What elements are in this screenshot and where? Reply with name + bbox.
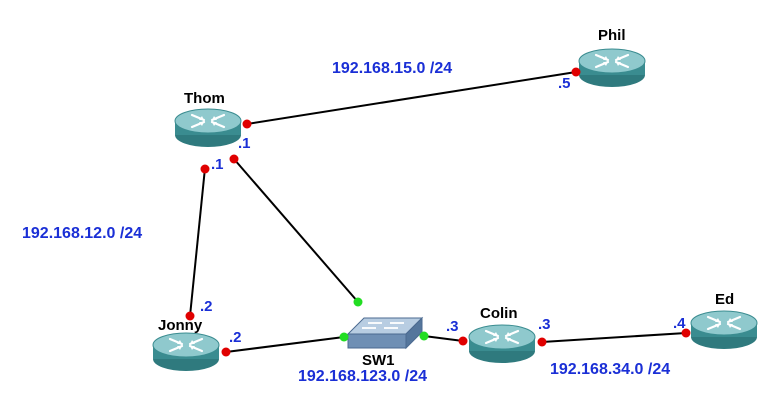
iface-label-ed: .4 <box>673 315 686 332</box>
port-dot-sw1-jonny[interactable] <box>339 332 349 342</box>
router-phil[interactable]: Phil <box>577 27 647 89</box>
router-colin[interactable]: Colin <box>467 305 537 365</box>
router-icon <box>577 47 647 89</box>
link-colin-ed[interactable] <box>541 332 687 343</box>
subnet-label-thom-jonny: 192.168.12.0 /24 <box>22 225 142 242</box>
subnet-label-thom-phil: 192.168.15.0 /24 <box>332 60 452 77</box>
node-label-ed: Ed <box>715 291 734 308</box>
node-label-colin: Colin <box>480 305 518 322</box>
port-dot-thom-jonny[interactable] <box>200 164 210 174</box>
port-dot-phil[interactable] <box>571 67 581 77</box>
link-jonny-sw1[interactable] <box>225 336 345 353</box>
router-ed[interactable]: Ed <box>689 291 759 351</box>
subnet-labels: 192.168.15.0 /24 192.168.12.0 /24 192.16… <box>22 60 670 385</box>
subnet-label-lan: 192.168.123.0 /24 <box>298 368 427 385</box>
iface-label-colin-sw1: .3 <box>446 318 459 335</box>
router-icon <box>689 309 759 351</box>
port-dot-thom-phil[interactable] <box>242 119 252 129</box>
link-thom-phil[interactable] <box>246 71 577 125</box>
links <box>189 71 687 353</box>
router-icon <box>151 331 221 373</box>
port-dot-sw1-colin[interactable] <box>419 331 429 341</box>
iface-label-thom-phil: .1 <box>238 135 251 152</box>
link-sw1-colin[interactable] <box>423 335 464 342</box>
port-dot-colin-ed[interactable] <box>537 337 547 347</box>
link-thom-sw1[interactable] <box>233 158 359 303</box>
port-dot-sw1-thom[interactable] <box>353 297 363 307</box>
node-label-sw1: SW1 <box>362 352 395 369</box>
link-thom-jonny[interactable] <box>189 167 206 317</box>
router-icon <box>467 323 537 365</box>
node-label-jonny: Jonny <box>158 317 203 334</box>
port-dot-jonny-sw1[interactable] <box>221 347 231 357</box>
router-jonny[interactable]: Jonny <box>151 317 221 373</box>
iface-label-thom-jonny: .1 <box>211 156 224 173</box>
iface-label-colin-ed: .3 <box>538 316 551 333</box>
iface-label-jonny-sw1: .2 <box>229 329 242 346</box>
node-label-phil: Phil <box>598 27 626 44</box>
router-thom[interactable]: Thom <box>173 90 243 149</box>
iface-label-jonny-thom: .2 <box>200 298 213 315</box>
port-dot-colin-sw1[interactable] <box>458 336 468 346</box>
port-dot-ed[interactable] <box>681 328 691 338</box>
switch-sw1[interactable]: SW1 <box>347 317 423 369</box>
switch-icon <box>347 317 423 349</box>
port-dot-thom-sw1[interactable] <box>229 154 239 164</box>
router-icon <box>173 107 243 149</box>
port-dot-jonny-thom[interactable] <box>185 311 195 321</box>
subnet-label-colin-ed: 192.168.34.0 /24 <box>550 361 670 378</box>
interface-labels: .1 .1 .5 .2 .2 .3 .3 .4 <box>200 75 686 346</box>
node-label-thom: Thom <box>184 90 225 107</box>
ports <box>185 67 691 357</box>
iface-label-phil: .5 <box>558 75 571 92</box>
